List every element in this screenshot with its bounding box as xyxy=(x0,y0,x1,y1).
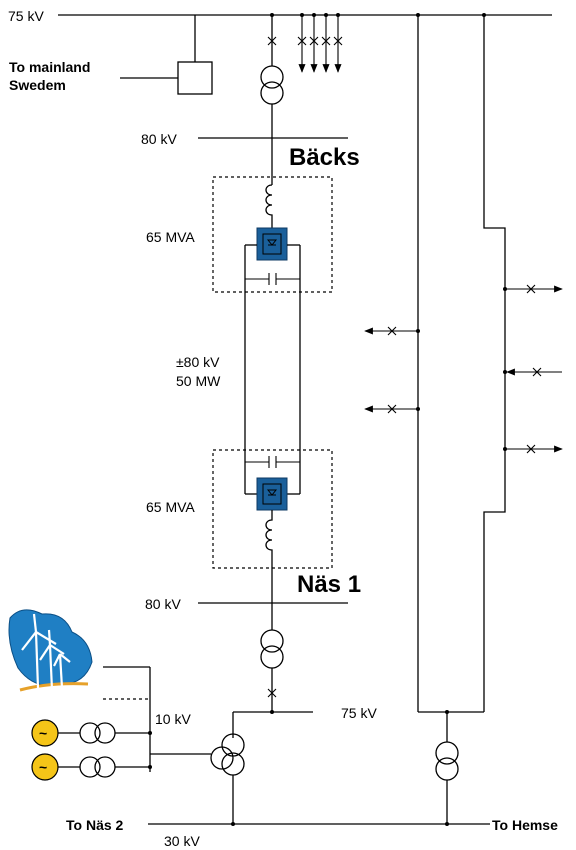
svg-text:~: ~ xyxy=(39,725,47,741)
nas1-title: Näs 1 xyxy=(297,571,361,598)
nas1-converter-station: 65 MVA xyxy=(146,449,333,569)
converter-valve-icon xyxy=(256,477,288,511)
bus-30kv: To Näs 2 To Hemse 30 kV xyxy=(66,817,558,849)
transformer-icon xyxy=(260,65,284,105)
svg-text:~: ~ xyxy=(39,759,47,775)
transformer-icon xyxy=(79,756,116,778)
wind-farm-icon xyxy=(8,609,93,692)
transformer-icon xyxy=(79,722,116,744)
transformer-icon xyxy=(435,741,459,781)
bus-75kv-bottom: 75 kV xyxy=(232,705,377,738)
backs-title: Bäcks xyxy=(289,144,360,171)
breaker-x-icon xyxy=(526,284,536,294)
bus-75kv-bottom-label: 75 kV xyxy=(341,705,377,721)
transformer-icon xyxy=(260,629,284,669)
to-nas2-label: To Näs 2 xyxy=(66,817,124,833)
dc-voltage-label: ±80 kV xyxy=(176,354,220,370)
backs-converter-station: 65 MVA xyxy=(146,176,333,450)
dc-power-label: 50 MW xyxy=(176,373,221,389)
bus-80kv-bottom-label: 80 kV xyxy=(145,596,181,612)
generator-2: ~ xyxy=(31,753,152,781)
breaker-x-icon xyxy=(387,404,397,414)
converter-valve-icon xyxy=(256,227,288,261)
bus-10kv: 10 kV xyxy=(103,666,191,772)
bus-80kv-top-label: 80 kV xyxy=(141,131,177,147)
bus-10kv-label: 10 kV xyxy=(155,711,191,727)
to-hemse-label: To Hemse xyxy=(492,817,558,833)
mainland-link: To mainland Swedem xyxy=(9,15,213,95)
bus-80kv-top: 80 kV xyxy=(141,131,348,147)
swedem-label: Swedem xyxy=(9,77,66,93)
nas1-feeder xyxy=(260,568,284,714)
bus-80kv-bottom: 80 kV xyxy=(145,596,348,612)
generator-1: ~ xyxy=(31,719,152,747)
bus-75kv-top: 75 kV xyxy=(8,8,552,24)
right-network xyxy=(364,13,563,824)
reactor-icon xyxy=(265,510,273,568)
breaker-x-icon xyxy=(387,326,397,336)
breaker-x-icon xyxy=(532,367,542,377)
mva-bottom-label: 65 MVA xyxy=(146,499,195,515)
breaker-x-icon xyxy=(526,444,536,454)
three-winding-transformer-icon xyxy=(150,733,245,824)
bus-75kv-top-label: 75 kV xyxy=(8,8,44,24)
breaker-x-icon xyxy=(297,36,343,46)
to-mainland-label: To mainland xyxy=(9,59,90,75)
reactor-icon xyxy=(265,184,273,228)
mva-top-label: 65 MVA xyxy=(146,229,195,245)
bus-30kv-label: 30 kV xyxy=(164,833,200,849)
breaker-x-icon xyxy=(267,688,277,698)
backs-feeder xyxy=(260,13,284,185)
breaker-x-icon xyxy=(267,36,277,46)
top-feeders xyxy=(297,13,343,73)
